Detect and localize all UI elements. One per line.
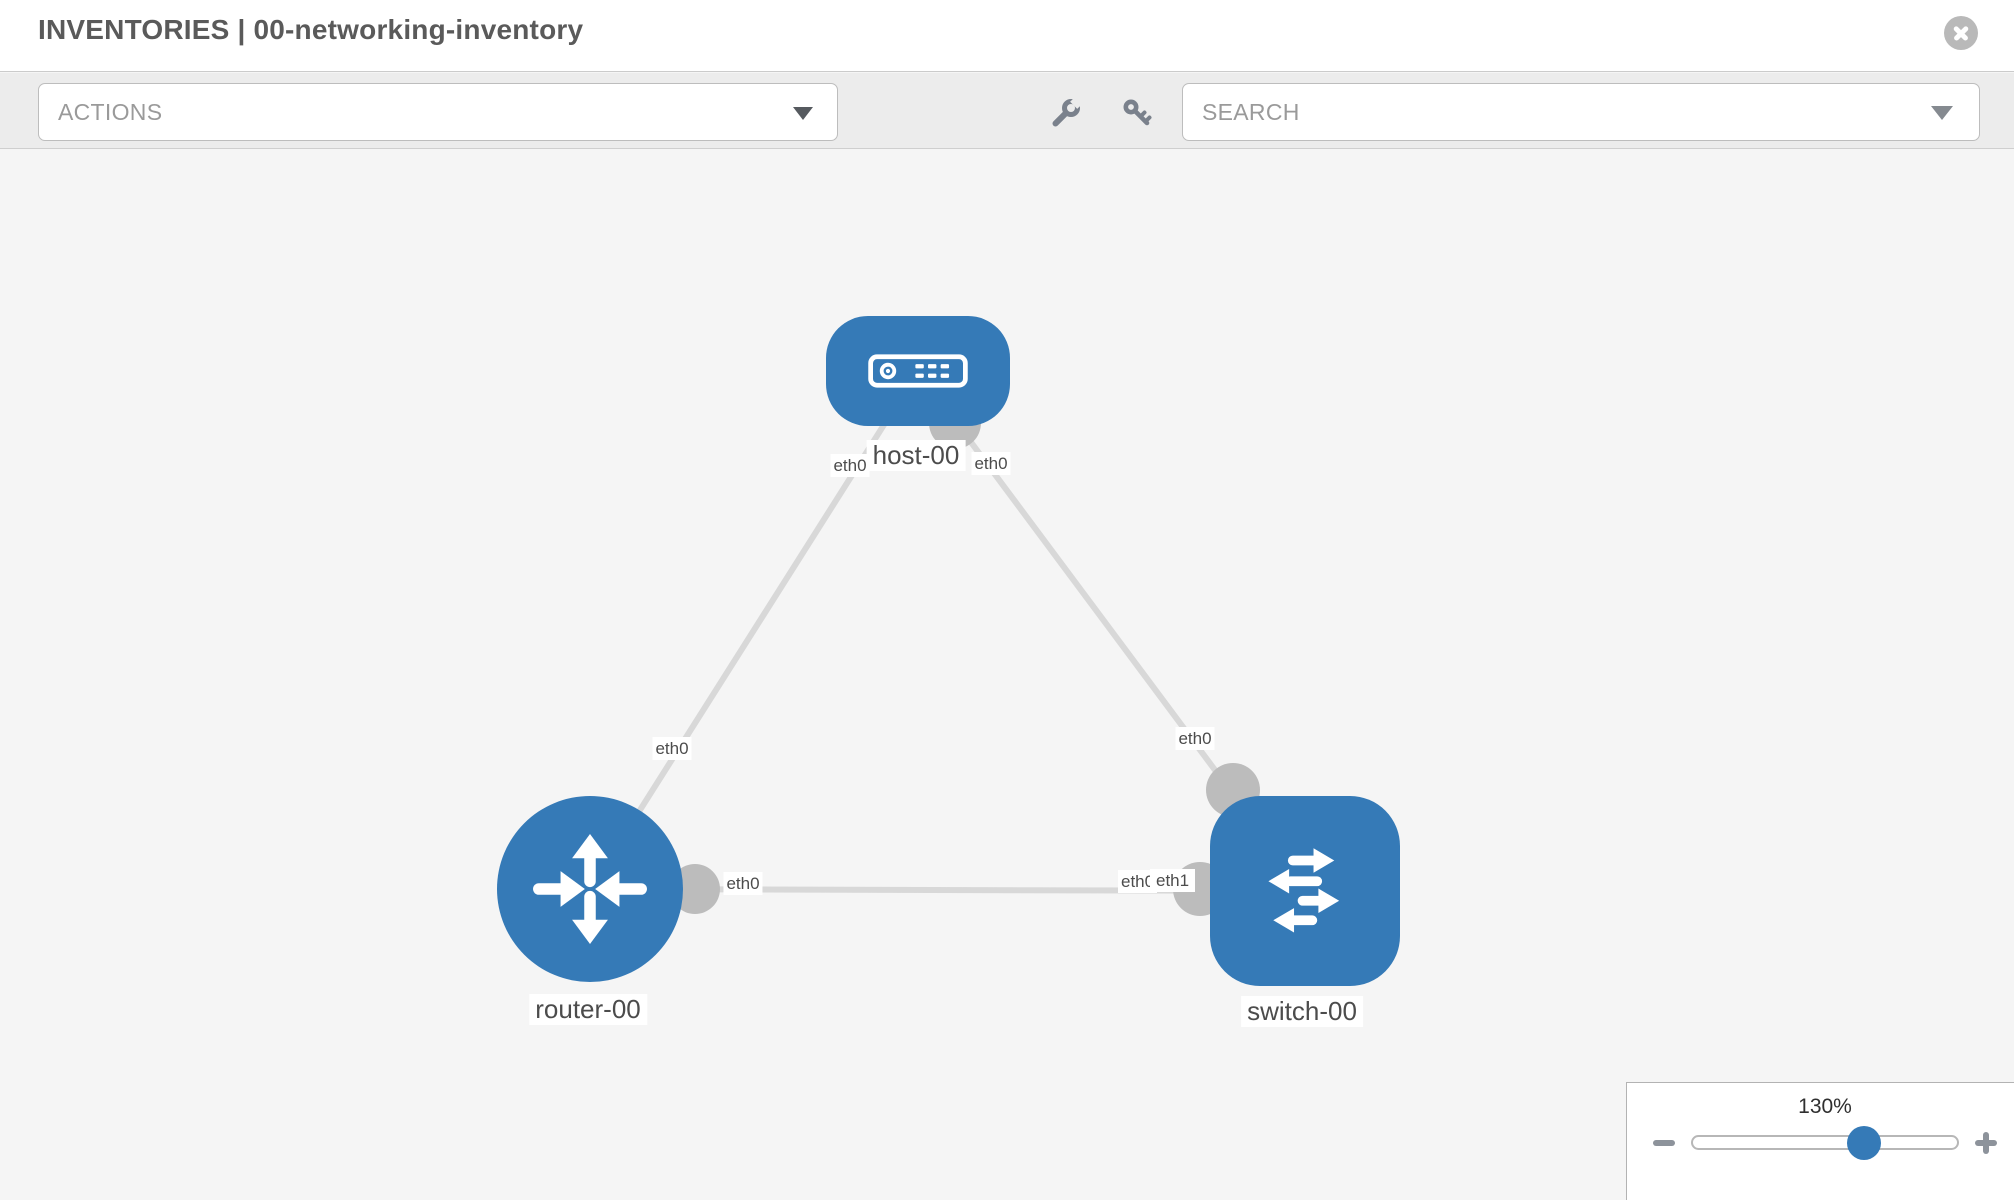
wrench-icon <box>1052 96 1083 127</box>
close-button[interactable] <box>1944 16 1978 50</box>
zoom-in-button[interactable] <box>1975 1132 1997 1154</box>
host-icon <box>868 354 968 388</box>
interface-label-eth0-clipped: eth0 <box>1118 870 1158 894</box>
chevron-down-icon <box>793 107 813 120</box>
node-host-00[interactable] <box>826 316 1010 426</box>
actions-dropdown[interactable]: ACTIONS <box>38 83 838 141</box>
interface-label-eth1: eth1 <box>1150 869 1196 893</box>
router-icon <box>533 833 647 945</box>
wrench-button[interactable] <box>1050 96 1083 129</box>
actions-dropdown-label: ACTIONS <box>58 98 163 125</box>
chevron-down-icon <box>1931 106 1953 120</box>
interface-label-eth0: eth0 <box>723 872 763 896</box>
interface-label-eth0: eth0 <box>830 454 870 478</box>
plus-icon <box>1983 1132 1989 1154</box>
zoom-panel: 130% <box>1626 1082 2014 1200</box>
zoom-out-button[interactable] <box>1653 1133 1675 1153</box>
page-title: INVENTORIES | 00-networking-inventory <box>38 14 584 45</box>
minus-icon <box>1653 1140 1675 1146</box>
interface-label-eth0: eth0 <box>652 737 692 761</box>
node-router-00[interactable] <box>497 796 683 982</box>
node-label-switch: switch-00 <box>1241 996 1363 1027</box>
node-switch-00[interactable] <box>1210 796 1400 986</box>
switch-icon <box>1268 848 1340 933</box>
node-label-host: host-00 <box>866 440 966 471</box>
search-dropdown-label: SEARCH <box>1202 98 1300 125</box>
zoom-slider-track[interactable] <box>1691 1135 1959 1150</box>
title-bar: INVENTORIES | 00-networking-inventory <box>0 0 2014 72</box>
toolbar: ACTIONS SEARCH <box>0 73 2014 149</box>
links-layer <box>587 369 1308 916</box>
zoom-slider-thumb[interactable] <box>1847 1126 1881 1160</box>
node-label-router: router-00 <box>529 994 647 1025</box>
interface-dot <box>670 864 720 914</box>
interface-label-eth0: eth0 <box>1175 727 1215 751</box>
interface-label-eth0: eth0 <box>971 452 1011 476</box>
key-icon <box>1123 99 1152 126</box>
key-button[interactable] <box>1121 97 1153 129</box>
zoom-level: 130% <box>1798 1095 1852 1118</box>
topology-canvas[interactable]: host-00 router-00 switch-00 eth0 eth0 et… <box>0 150 2014 1200</box>
search-dropdown[interactable]: SEARCH <box>1182 83 1980 141</box>
